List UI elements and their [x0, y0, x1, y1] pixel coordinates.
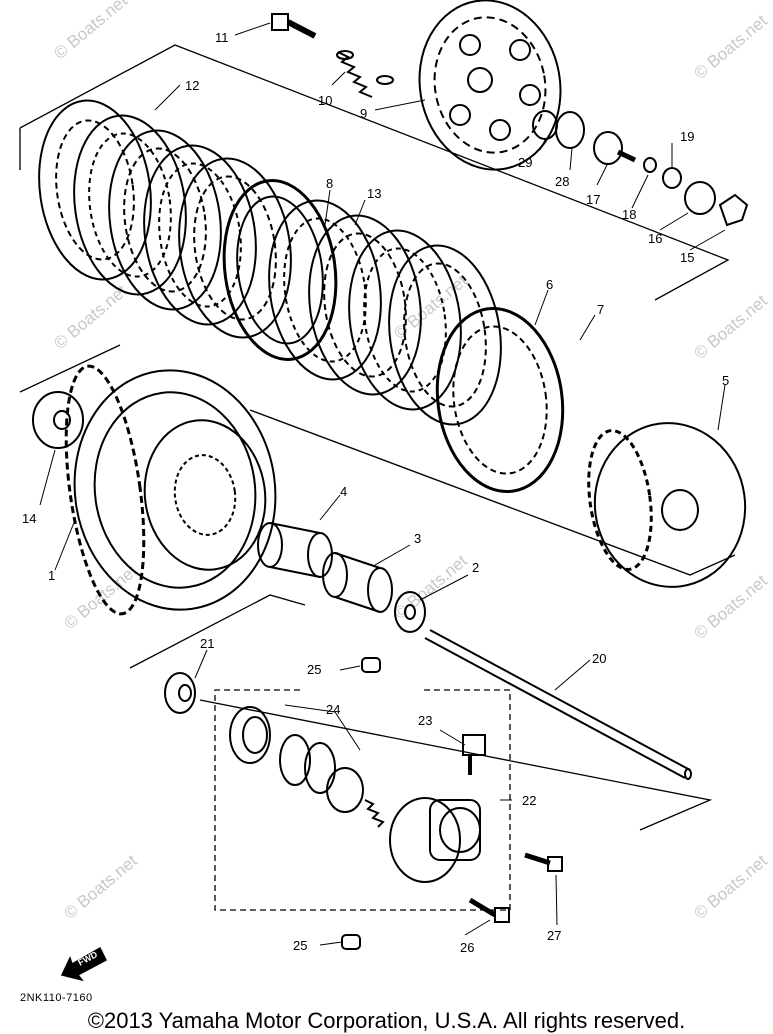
callout-14: 14	[22, 511, 36, 526]
callout-21: 21	[200, 636, 214, 651]
clutch-parts-diagram: © Boats.net © Boats.net © Boats.net © Bo…	[19, 0, 771, 982]
watermark: © Boats.net	[60, 851, 141, 923]
callout-24: 24	[326, 702, 340, 717]
bolt	[468, 852, 563, 923]
watermark: © Boats.net	[50, 0, 131, 63]
fwd-arrow-icon: FWD	[60, 946, 107, 982]
callout-1: 1	[48, 568, 55, 583]
copyright-notice: ©2013 Yamaha Motor Corporation, U.S.A. A…	[87, 1008, 686, 1033]
dowel-pin	[341, 657, 381, 950]
callout-27: 27	[547, 928, 561, 943]
callout-3: 3	[414, 531, 421, 546]
callout-labels: 1 2 3 4 5 6 7 8 9 10 11 12 13 14 15 16 1…	[22, 30, 729, 955]
thrust-washer-2	[394, 591, 426, 633]
leader-lines	[39, 22, 726, 946]
clutch-housing	[64, 364, 277, 616]
callout-25-top: 25	[307, 662, 321, 677]
callout-6: 6	[546, 277, 553, 292]
push-rod	[424, 629, 692, 780]
lower-frame-line	[129, 594, 306, 669]
clutch-boss	[587, 422, 747, 588]
callout-5: 5	[722, 373, 729, 388]
callout-17: 17	[586, 192, 600, 207]
bleed-screw	[462, 734, 486, 775]
callout-9: 9	[360, 106, 367, 121]
callout-19: 19	[680, 129, 694, 144]
push-rod-parts	[532, 110, 749, 227]
pressure-plate	[418, 0, 562, 171]
callout-25-bottom: 25	[293, 938, 307, 953]
callout-18: 18	[622, 207, 636, 222]
callout-16: 16	[648, 231, 662, 246]
seal-kit	[229, 706, 385, 828]
callout-22: 22	[522, 793, 536, 808]
thrust-washer	[32, 391, 84, 449]
callout-28: 28	[555, 174, 569, 189]
callout-4: 4	[340, 484, 347, 499]
callout-13: 13	[367, 186, 381, 201]
clutch-spring	[336, 50, 394, 98]
clutch-bolt	[271, 13, 317, 39]
callout-12: 12	[185, 78, 199, 93]
oil-seal	[164, 672, 196, 714]
middle-frame-line	[249, 409, 736, 576]
watermark-layer: © Boats.net © Boats.net © Boats.net © Bo…	[50, 0, 771, 923]
upper-frame-line	[19, 44, 730, 301]
clutch-plate-stack	[38, 99, 565, 494]
callout-26: 26	[460, 940, 474, 955]
needle-bearing	[257, 522, 333, 578]
callout-15: 15	[680, 250, 694, 265]
watermark: © Boats.net	[690, 571, 771, 643]
watermark: © Boats.net	[50, 281, 131, 353]
release-cylinder	[389, 797, 481, 883]
callout-2: 2	[472, 560, 479, 575]
watermark: © Boats.net	[690, 291, 771, 363]
spacer	[322, 552, 393, 613]
callout-20: 20	[592, 651, 606, 666]
watermark: © Boats.net	[690, 851, 771, 923]
callout-29: 29	[518, 155, 532, 170]
callout-7: 7	[597, 302, 604, 317]
diagram-code: 2NK110-7160	[20, 992, 93, 1004]
release-assembly-box	[214, 689, 511, 911]
watermark: © Boats.net	[60, 561, 141, 633]
callout-8: 8	[326, 176, 333, 191]
callout-23: 23	[418, 713, 432, 728]
lower-frame-line	[199, 699, 713, 831]
middle-frame-line	[19, 344, 121, 393]
watermark: © Boats.net	[390, 551, 471, 623]
watermark: © Boats.net	[690, 11, 771, 83]
callout-10: 10	[318, 93, 332, 108]
callout-11: 11	[215, 30, 229, 45]
